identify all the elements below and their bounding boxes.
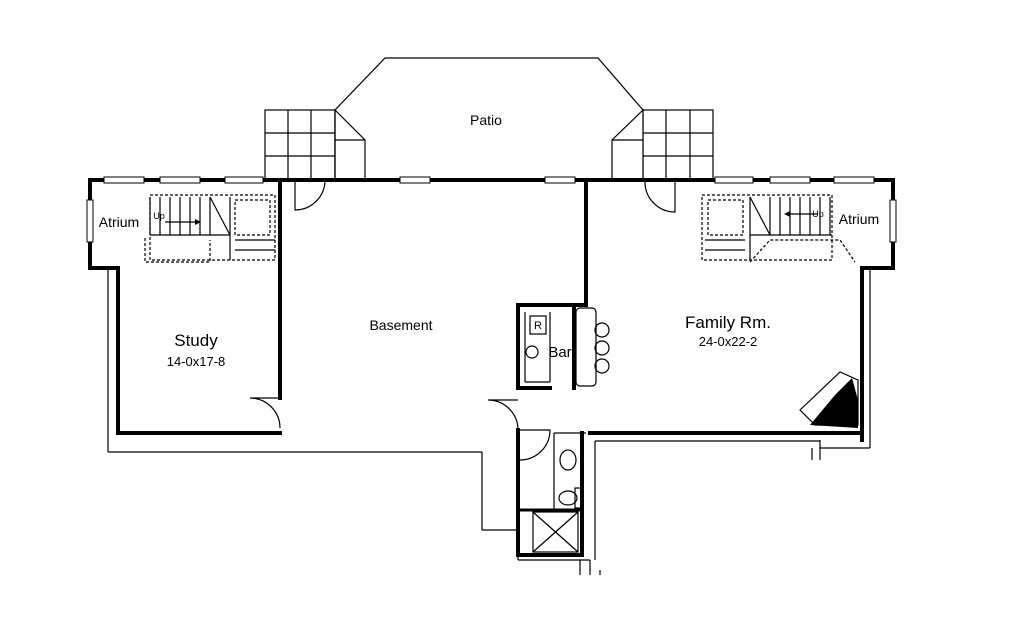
bath-fixtures — [558, 449, 582, 509]
study-dimensions: 14-0x17-8 — [167, 354, 226, 369]
right-atrium-stairs — [701, 194, 856, 263]
family-room-dimensions: 24-0x22-2 — [699, 334, 758, 349]
basement-label: Basement — [369, 317, 432, 333]
patio-label: Patio — [470, 112, 502, 128]
atrium-left-up-label: Up — [153, 211, 165, 221]
left-atrium-stairs — [144, 194, 276, 263]
atrium-left-label: Atrium — [99, 214, 139, 230]
doors — [248, 179, 676, 461]
interior-walls — [278, 178, 588, 557]
sink — [558, 490, 578, 506]
fireplace — [799, 371, 859, 428]
top-windows — [103, 176, 875, 184]
bar-fixture-label: R — [534, 320, 542, 332]
bar-fixtures — [525, 307, 610, 387]
bar-label: Bar — [548, 344, 571, 361]
atrium-right-label: Atrium — [839, 211, 879, 227]
patio-left-tiles — [264, 108, 366, 181]
study-label: Study — [174, 331, 218, 350]
toilet — [559, 449, 577, 471]
closet — [532, 511, 579, 553]
atrium-right-up-label: Up — [812, 209, 824, 219]
exterior-walls — [86, 176, 897, 575]
patio-right-tiles — [611, 108, 714, 181]
family-room-label: Family Rm. — [685, 313, 771, 332]
